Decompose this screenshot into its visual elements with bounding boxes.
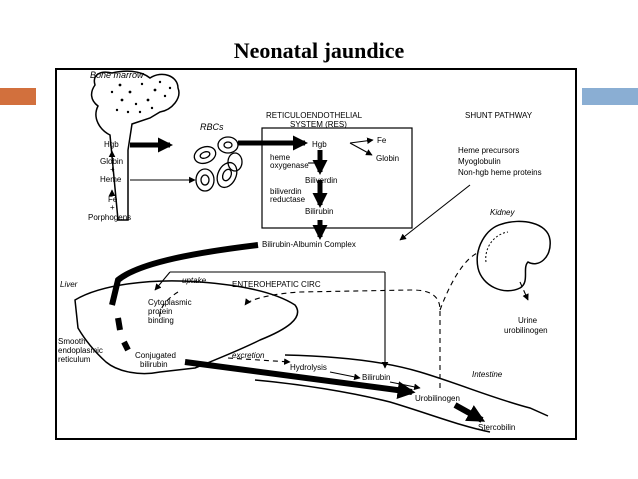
label-shunt-item-2: Myoglobulin xyxy=(458,157,501,166)
label-enterohepatic: ENTEROHEPATIC CIRC xyxy=(232,280,321,289)
dashed-arrows xyxy=(159,251,529,388)
label-heme-marrow: Heme xyxy=(100,175,122,184)
label-bone-marrow: Bone marrow xyxy=(90,70,144,80)
liver-shape xyxy=(74,280,299,375)
thin-arrows xyxy=(108,137,471,391)
kidney-shape xyxy=(476,220,551,292)
label-conj-2: bilirubin xyxy=(140,360,168,369)
label-kidney: Kidney xyxy=(490,208,515,217)
label-plus-1: + xyxy=(110,165,115,174)
label-shunt: SHUNT PATHWAY xyxy=(465,111,533,120)
slide-title: Neonatal jaundice xyxy=(233,38,405,63)
label-excretion: excretion xyxy=(232,351,265,360)
label-heme-oxygenase-1: heme xyxy=(270,153,291,162)
label-biliverdin-reductase-1: biliverdin xyxy=(270,187,302,196)
label-ser-2: endoplasmic xyxy=(58,346,103,355)
label-globin-res: Globin xyxy=(376,154,399,163)
label-cyto-3: binding xyxy=(148,316,174,325)
label-urine-1: Urine xyxy=(518,316,538,325)
label-heme-oxygenase-2: oxygenase xyxy=(270,161,309,170)
bone-shape xyxy=(90,70,180,221)
label-res-line1: RETICULOENDOTHELIAL xyxy=(266,111,363,120)
label-hgb-res: Hgb xyxy=(312,140,327,149)
label-cyto-1: Cytoplasmic xyxy=(148,298,192,307)
label-hgb-marrow: Hgb xyxy=(104,140,119,149)
label-bilirubin-res: Bilirubin xyxy=(305,207,333,216)
kidney-inner xyxy=(485,231,509,263)
label-shunt-item-3: Non-hgb heme proteins xyxy=(458,168,542,177)
label-plus-2: + xyxy=(110,203,115,212)
label-liver: Liver xyxy=(60,280,78,289)
rbc-cells xyxy=(193,136,243,192)
label-biliverdin-reductase-2: reductase xyxy=(270,195,306,204)
marrow-speckles xyxy=(110,80,172,114)
label-urine-2: urobilinogen xyxy=(504,326,548,335)
label-urobilinogen: Urobilinogen xyxy=(415,394,460,403)
label-intestine: Intestine xyxy=(472,370,503,379)
right-accent-bar xyxy=(582,88,638,105)
label-bilirubin-intestine: Bilirubin xyxy=(362,373,390,382)
label-porphogens: Porphogens xyxy=(88,213,131,222)
label-res-line2: SYSTEM (RES) xyxy=(290,120,347,129)
thick-arrows xyxy=(109,135,486,423)
label-stercobilin: Stercobilin xyxy=(478,423,515,432)
label-ser-3: reticulum xyxy=(58,355,91,364)
label-uptake: uptake xyxy=(182,276,207,285)
label-biliverdin: Biliverdin xyxy=(305,176,337,185)
label-hydrolysis: Hydrolysis xyxy=(290,363,327,372)
label-shunt-item-1: Heme precursors xyxy=(458,146,519,155)
label-ser-1: Smooth xyxy=(58,337,86,346)
label-conj-1: Conjugated xyxy=(135,351,176,360)
intestine-shape xyxy=(284,354,549,417)
res-box xyxy=(261,127,413,229)
left-accent-bar xyxy=(0,88,36,105)
label-cyto-2: protein xyxy=(148,307,172,316)
label-rbcs: RBCs xyxy=(200,122,224,132)
label-globin-marrow: Globin xyxy=(100,157,123,166)
label-fe-marrow: Fe xyxy=(108,195,118,204)
label-fe-res: Fe xyxy=(377,136,387,145)
label-complex: Bilirubin-Albumin Complex xyxy=(262,240,356,249)
